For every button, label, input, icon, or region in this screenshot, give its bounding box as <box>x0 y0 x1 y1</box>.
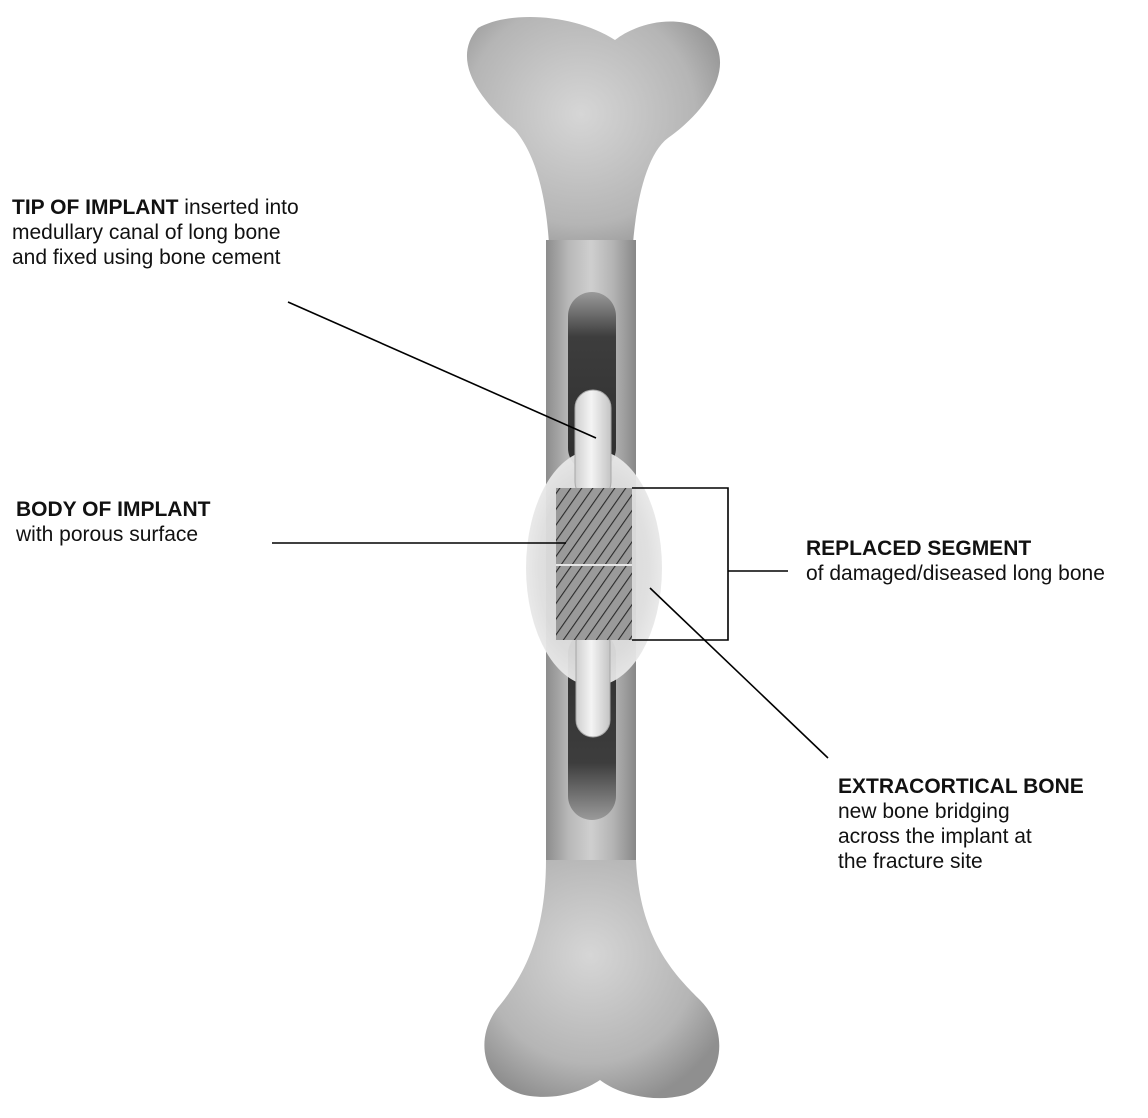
label-replaced-segment: REPLACED SEGMENT of damaged/diseased lon… <box>806 536 1105 586</box>
implant-tip-lower <box>576 625 610 737</box>
leader-extracortical <box>650 588 828 758</box>
label-extra-line3: across the implant at <box>838 824 1084 849</box>
label-replaced-line2: of damaged/diseased long bone <box>806 561 1105 586</box>
label-tip-line2: medullary canal of long bone <box>12 220 299 245</box>
label-body-line2: with porous surface <box>16 522 210 547</box>
label-tip-line3: and fixed using bone cement <box>12 245 299 270</box>
label-body-heading: BODY OF IMPLANT <box>16 497 210 522</box>
implant-tip-upper <box>575 390 611 500</box>
bone-distal-end <box>484 860 719 1098</box>
label-extra-line4: the fracture site <box>838 849 1084 874</box>
label-tip-line1: inserted into <box>178 196 298 219</box>
label-tip-of-implant: TIP OF IMPLANT inserted into medullary c… <box>12 195 299 270</box>
bone-proximal-end <box>467 17 720 260</box>
label-extracortical-bone: EXTRACORTICAL BONE new bone bridging acr… <box>838 774 1084 874</box>
label-body-of-implant: BODY OF IMPLANT with porous surface <box>16 497 210 547</box>
label-replaced-heading: REPLACED SEGMENT <box>806 536 1105 561</box>
label-tip-heading: TIP OF IMPLANT <box>12 196 178 219</box>
label-extra-line2: new bone bridging <box>838 799 1084 824</box>
label-extra-heading: EXTRACORTICAL BONE <box>838 774 1084 799</box>
